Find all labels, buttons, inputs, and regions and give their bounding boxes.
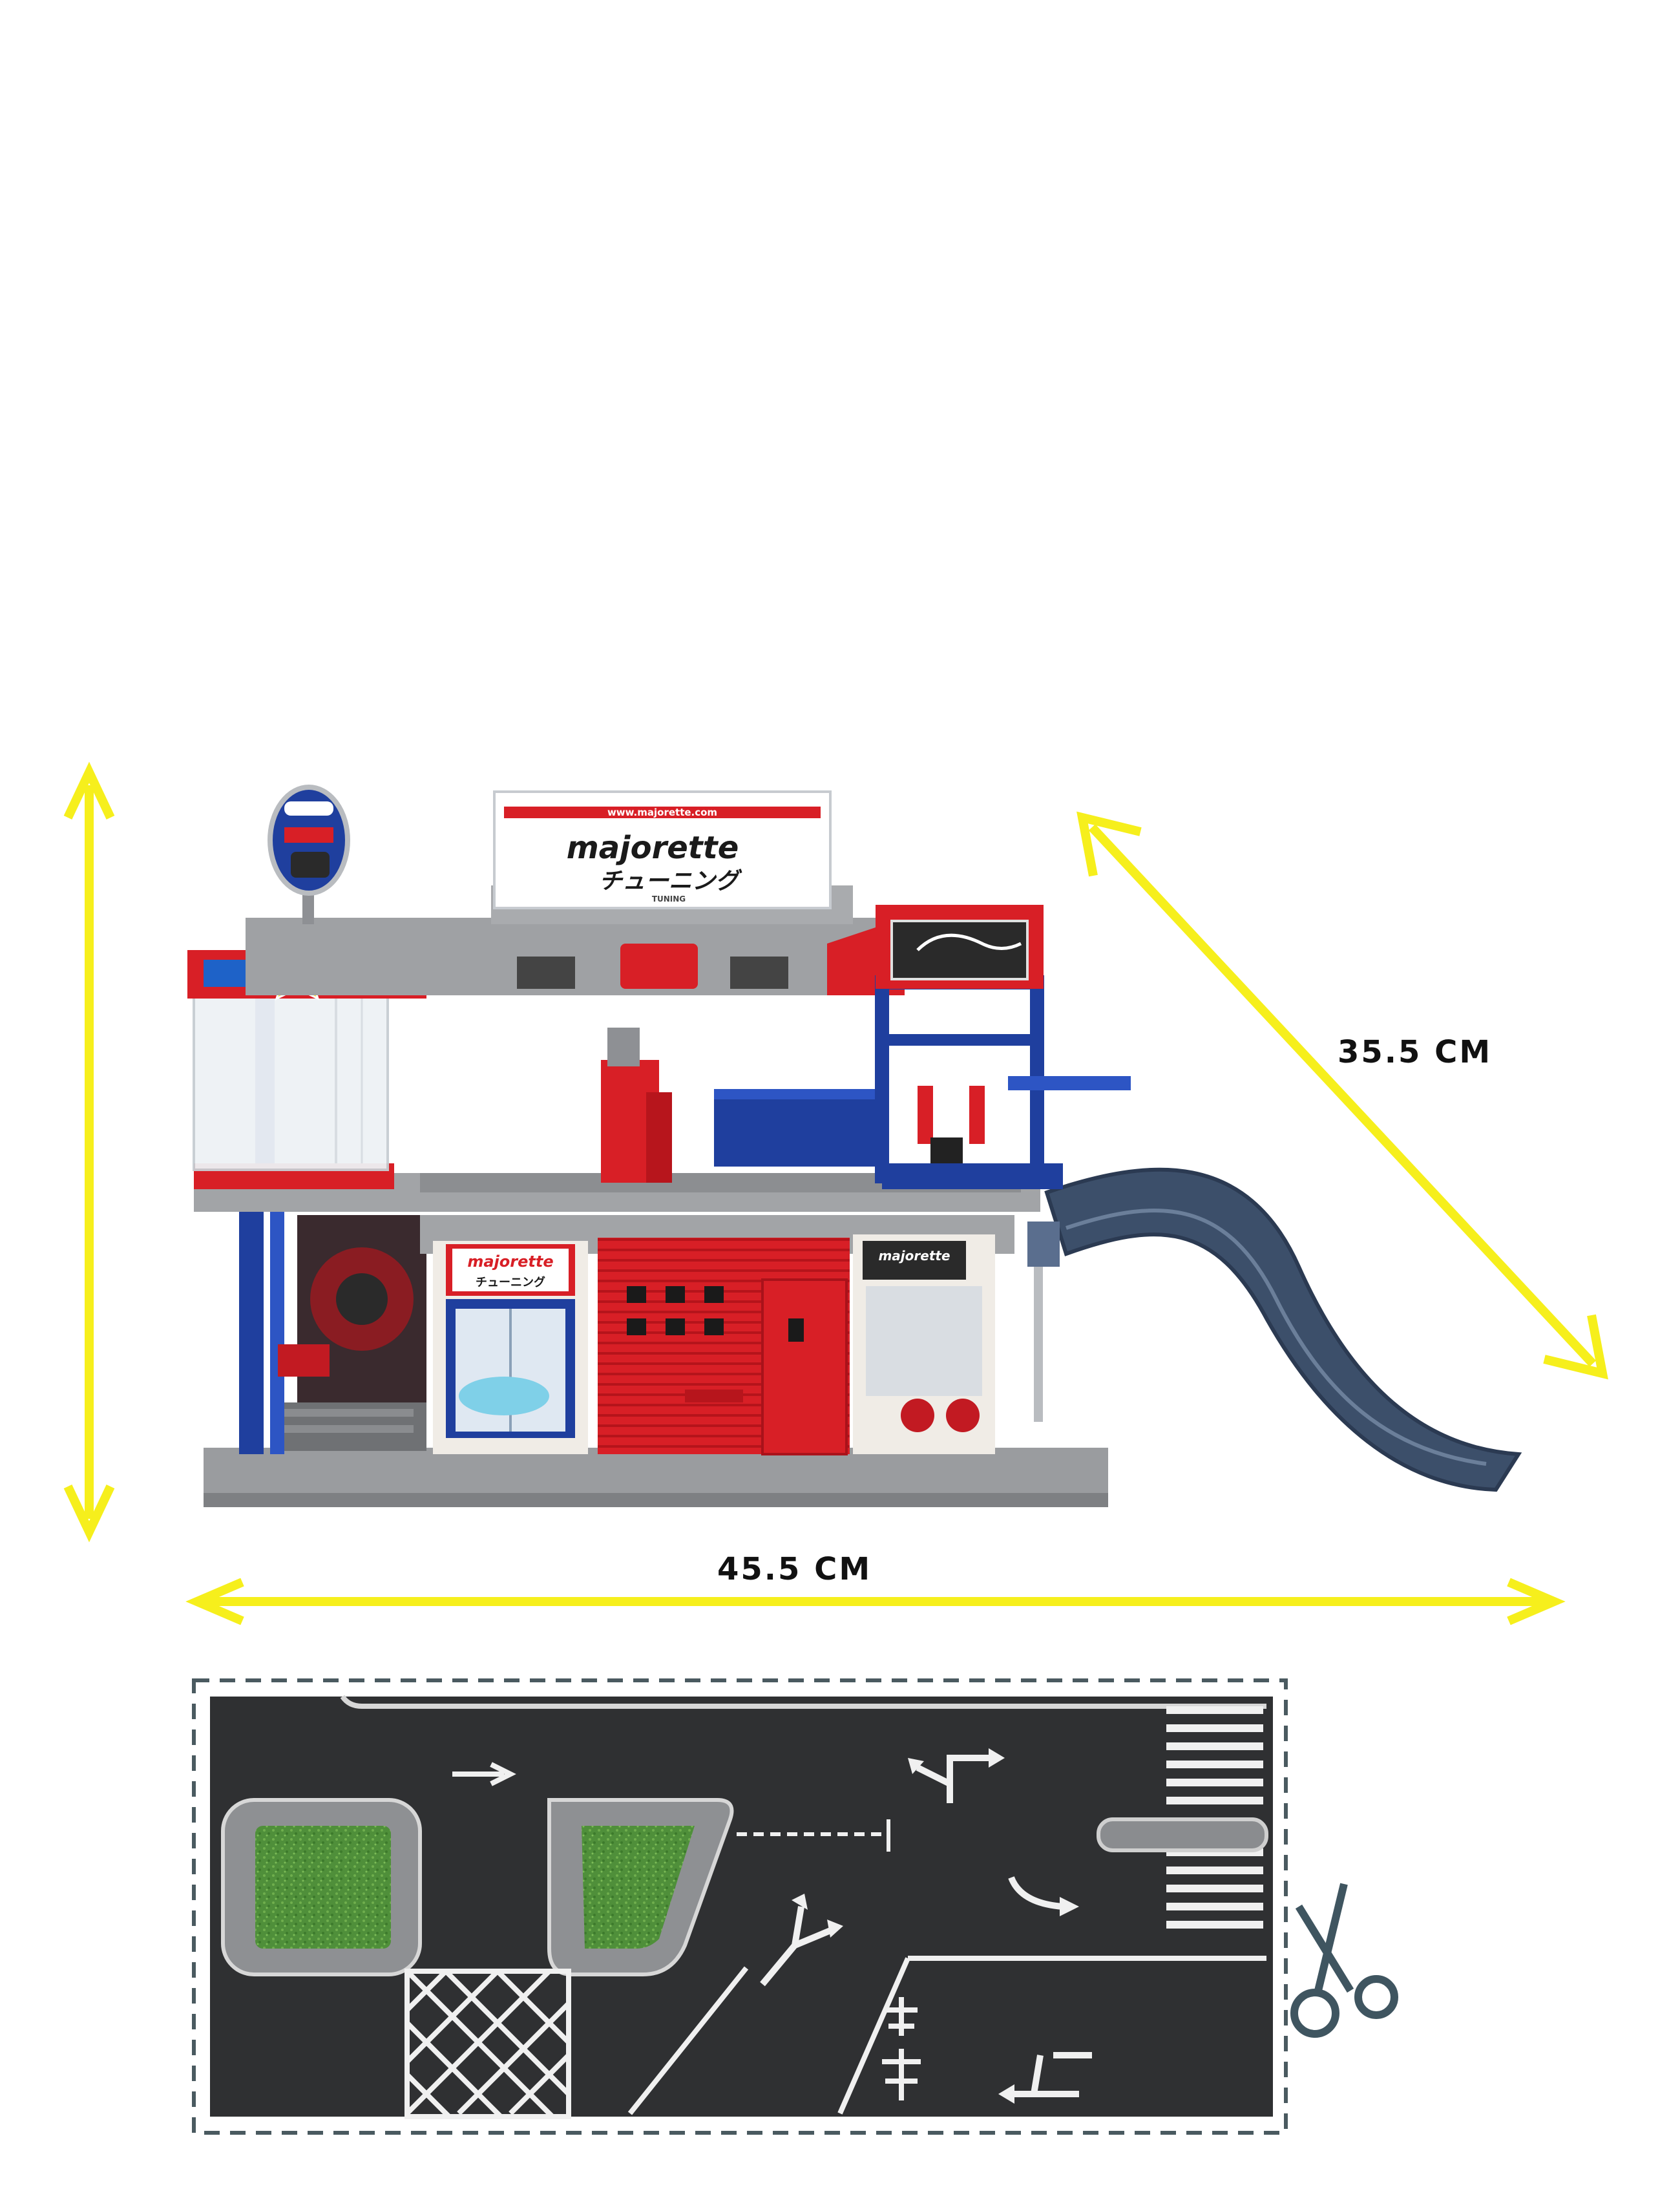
glass-showroom [193, 981, 389, 1171]
red-light-box [620, 944, 698, 989]
brand-logo-text: majorette [567, 830, 739, 866]
blue-tower [875, 905, 1131, 1189]
tuning-text: TUNING [652, 894, 686, 904]
width-label: 45.5 CM [717, 1551, 872, 1587]
website-text: www.majorette.com [607, 807, 717, 818]
shop-japanese-text: チューニング [476, 1275, 545, 1289]
width-arrow [185, 1578, 1566, 1625]
height-arrow [63, 761, 115, 1543]
japanese-text: チューニング [599, 868, 742, 894]
garage-playset: www.majorette.com majorette チューニング TUNIN… [187, 785, 1522, 1507]
depth-arrow [1076, 811, 1608, 1380]
depth-label: 35.5 CM [1338, 1034, 1493, 1070]
window-logo-text: majorette [878, 1248, 950, 1264]
shop-logo-text: majorette [467, 1253, 553, 1271]
billboard: www.majorette.com majorette チューニング TUNIN… [493, 790, 832, 909]
scissors-icon [1290, 1883, 1398, 2038]
road-mat [192, 1678, 1288, 2135]
base-plate [204, 1448, 1108, 1499]
ramp [1044, 1167, 1522, 1492]
